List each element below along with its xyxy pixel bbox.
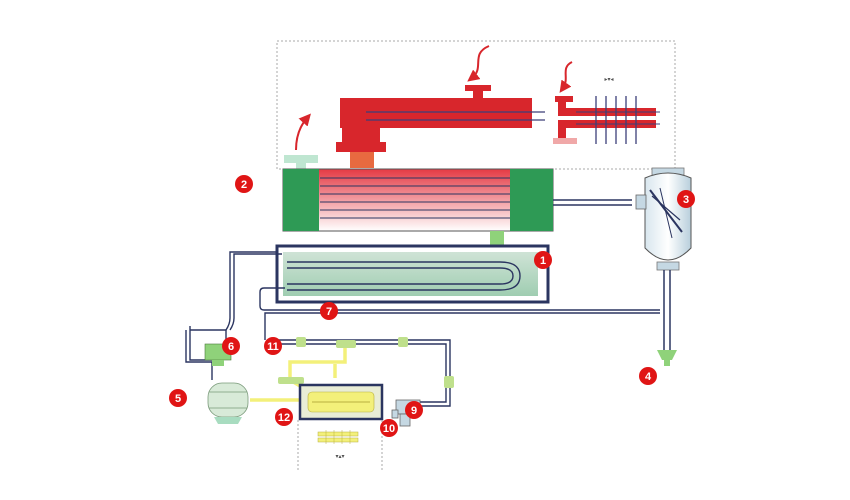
heat-input-arrow-secondary — [559, 61, 573, 93]
marker-12: 12 — [275, 408, 293, 426]
marker-7: 7 — [320, 302, 338, 320]
heat-exhaust-arrow — [295, 113, 311, 151]
cooler-symbol: ▾▴▾ — [335, 454, 344, 460]
number-markers: 1 2 3 4 5 6 7 9 — [169, 175, 695, 437]
svg-text:1: 1 — [540, 255, 546, 267]
heater-manifold — [336, 85, 545, 168]
marker-5: 5 — [169, 389, 187, 407]
marker-4: 4 — [639, 367, 657, 385]
condenser-tank — [275, 244, 550, 304]
svg-text:5: 5 — [175, 393, 181, 405]
marker-10: 10 — [380, 419, 398, 437]
heater-symbol: ▸▾◂ — [604, 77, 613, 83]
svg-text:11: 11 — [267, 341, 279, 353]
svg-text:7: 7 — [326, 306, 332, 318]
refrigerant-piping — [185, 251, 660, 407]
svg-text:6: 6 — [228, 341, 234, 353]
marker-2: 2 — [235, 175, 253, 193]
marker-9: 9 — [405, 401, 423, 419]
distillate-leg — [657, 270, 677, 366]
pipe-fittings — [278, 337, 454, 388]
marker-11: 11 — [264, 337, 282, 355]
marker-3: 3 — [677, 190, 695, 208]
svg-text:2: 2 — [241, 179, 247, 191]
heater-element-secondary — [553, 96, 660, 144]
svg-text:10: 10 — [383, 423, 395, 435]
chiller-evaporator — [298, 383, 384, 421]
svg-text:3: 3 — [683, 194, 689, 206]
heat-input-arrow-main — [467, 45, 490, 82]
marker-1: 1 — [534, 251, 552, 269]
svg-text:12: 12 — [278, 412, 290, 424]
svg-text:9: 9 — [411, 405, 417, 417]
heat-exchanger-main — [282, 155, 554, 245]
separator-vessel — [635, 167, 692, 271]
cooling-coil — [317, 430, 359, 444]
receiver-tank — [207, 382, 249, 424]
svg-text:4: 4 — [645, 371, 652, 383]
marker-6: 6 — [222, 337, 240, 355]
